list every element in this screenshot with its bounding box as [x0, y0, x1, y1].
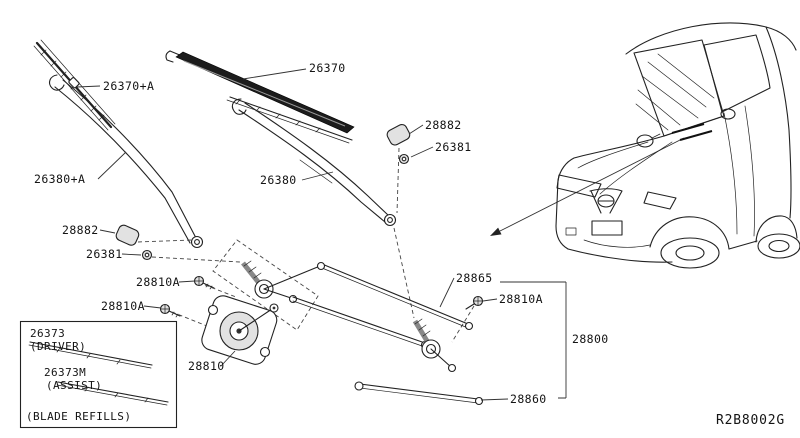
- drive-rod-drawing: [292, 296, 430, 350]
- label-refills-caption: (BLADE REFILLS): [26, 410, 131, 423]
- mounting-bolt-2: [159, 303, 181, 318]
- driver-blade-drawing: [165, 50, 355, 144]
- label-refill-driver-note: (DRIVER): [30, 340, 86, 353]
- refill-strip-driver: [28, 341, 153, 369]
- pivot-nut-lower: [141, 249, 153, 261]
- label-motor: 28810: [188, 359, 225, 373]
- label-bolt-3: 28810A: [499, 292, 543, 306]
- label-nut-upper: 26381: [435, 140, 472, 154]
- label-rod: 28860: [510, 392, 547, 406]
- leader-lines: [76, 68, 509, 401]
- pivot-cap-upper: [386, 123, 411, 146]
- label-link: 28865: [456, 271, 493, 285]
- label-refill-driver-part: 26373: [30, 327, 65, 340]
- diagram-ref-code: R2B8002G: [716, 413, 785, 428]
- label-cap-upper: 28882: [425, 118, 462, 132]
- mounting-bolt-3: [465, 295, 484, 310]
- mounting-bolt-1: [193, 275, 215, 290]
- label-bolt-2: 28810A: [101, 299, 145, 313]
- link-rod-28860: [354, 381, 484, 406]
- label-assembly: 28800: [572, 332, 609, 346]
- label-nut-lower: 26381: [86, 247, 123, 261]
- linkage-rod-28865: [316, 261, 474, 331]
- pivot-cap-lower: [115, 224, 140, 246]
- label-arm-plus-a: 26380+A: [34, 172, 85, 186]
- location-arrow: [490, 137, 685, 236]
- label-refill-assist-part: 26373M: [44, 366, 86, 379]
- label-arm: 26380: [260, 173, 297, 187]
- label-blade-plus-a: 26370+A: [103, 79, 154, 93]
- car-sketch: [555, 22, 800, 269]
- left-pivot-drawing: [241, 260, 321, 304]
- label-blade: 26370: [309, 61, 346, 75]
- label-refill-assist-note: (ASSIST): [46, 379, 102, 392]
- label-cap-lower: 28882: [62, 223, 99, 237]
- refill-strip-assist: [56, 381, 169, 406]
- label-bolt-1: 28810A: [136, 275, 180, 289]
- alignment-dashed-lines: [137, 147, 475, 343]
- right-pivot-drawing: [412, 318, 457, 373]
- assembly-bracket: [500, 281, 567, 399]
- pivot-nut-upper: [398, 153, 410, 165]
- refill-box: 26373 (DRIVER) 26373M (ASSIST) (BLADE RE…: [19, 320, 178, 429]
- wiper-motor-drawing: [201, 295, 279, 365]
- driver-arm-drawing: [231, 98, 397, 227]
- assist-arm-drawing: [48, 74, 204, 249]
